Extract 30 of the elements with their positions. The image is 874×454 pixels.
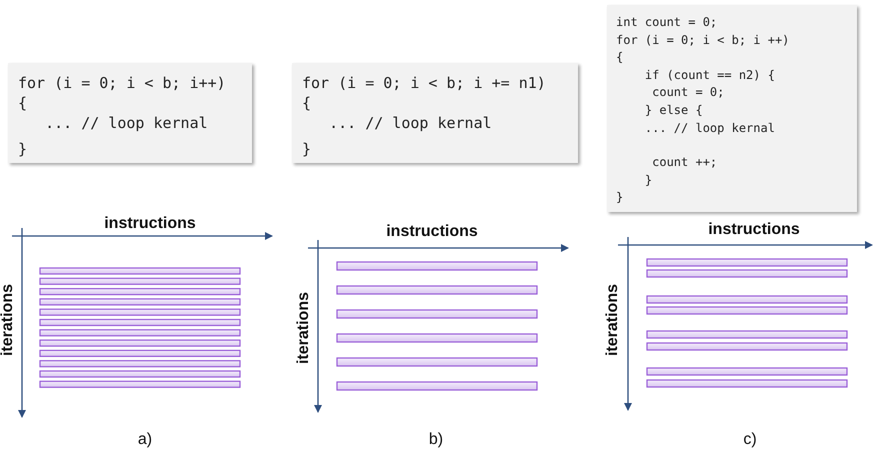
axis-label: instructions — [104, 215, 196, 233]
code-line: } — [302, 139, 312, 159]
code-line: count ++; — [651, 154, 718, 172]
code-line: { — [302, 93, 312, 113]
code-line: for (i = 0; i < b; i++) — [18, 73, 226, 93]
code-box — [607, 5, 857, 212]
code-line: for (i = 0; i < b; i += n1) — [302, 73, 546, 93]
code-line: { — [616, 49, 624, 66]
panel-label: c) — [743, 431, 757, 449]
code-line: int count = 0; — [616, 14, 718, 31]
axis-label: iterations — [295, 292, 313, 364]
panel-label: a) — [138, 431, 152, 449]
code-line: if (count == n2) { — [644, 66, 775, 84]
code-box — [292, 63, 578, 163]
code-box — [8, 63, 252, 163]
axis-label: instructions — [708, 221, 800, 239]
axis-label: iterations — [0, 284, 17, 356]
axis-label: iterations — [604, 284, 622, 356]
code-line: count = 0; — [651, 84, 724, 102]
code-line: ... // loop kernal — [328, 113, 492, 133]
code-line: } — [644, 172, 652, 189]
axis-label: instructions — [386, 223, 478, 241]
code-line: ... // loop kernal — [44, 113, 208, 133]
code-line: for (i = 0; i < b; i ++) — [616, 32, 790, 49]
code-line: } else { — [644, 102, 703, 119]
code-line: } — [18, 139, 28, 159]
code-line: } — [616, 189, 624, 206]
code-line: ... // loop kernal — [644, 120, 775, 137]
code-line: { — [18, 93, 28, 113]
panel-label: b) — [428, 431, 444, 449]
